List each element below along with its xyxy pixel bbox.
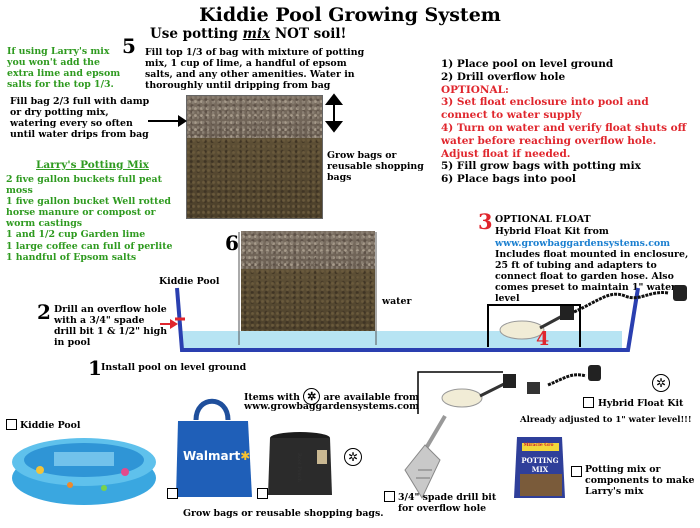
float-kit-checkbox[interactable] [583, 397, 594, 408]
potting-mix-list: 2 five gallon buckets full peat moss 1 f… [6, 174, 178, 263]
install-pool-text: Install pool on level ground [101, 362, 247, 373]
fill-pointer-arrow [148, 115, 187, 127]
asterisk-icon: ✲ [344, 448, 362, 466]
step-1: 1) Place pool on level ground [441, 58, 614, 70]
float-kit-from: Hybrid Float Kit from [495, 226, 609, 237]
kiddie-pool-photo [12, 438, 156, 505]
potting-mix-item: 1 and 1/2 cup Garden lime [6, 229, 146, 241]
items-note: Items with ✲ are available from [244, 388, 419, 405]
pool-water [182, 331, 622, 350]
potting-mix-item: 2 five gallon buckets full peat moss [6, 174, 162, 197]
walmart-bag-checkbox[interactable] [167, 488, 178, 499]
grow-bags-supply-label: Grow bags or reusable shopping bags. [183, 508, 384, 519]
fill-two-thirds-text: Fill bag 2/3 full with damp or dry potti… [10, 96, 150, 141]
fill-depth-arrow [324, 93, 344, 133]
step-6-number: 6 [225, 231, 239, 255]
steps-list: 1) Place pool on level ground 2) Drill o… [441, 58, 696, 186]
drill-bit-checkbox[interactable] [384, 491, 395, 502]
step-5-number: 5 [122, 34, 136, 58]
water-label: water [382, 296, 412, 307]
step-5-heading: Use potting mix NOT soil! [150, 26, 347, 42]
larrys-mix-note: If using Larry's mix you won't add the e… [7, 46, 121, 91]
float-adjusted-note: Already adjusted to 1" water level!!! [520, 415, 692, 425]
fill-top-third-text: Fill top 1/3 of bag with mixture of pott… [145, 47, 365, 92]
kiddie-pool-checkbox[interactable] [6, 419, 17, 430]
root-pouch-photo [268, 432, 332, 495]
potting-mix-layer [187, 96, 322, 138]
page-title: Kiddie Pool Growing System [199, 4, 501, 26]
asterisk-icon: ✲ [652, 374, 670, 392]
float-kit-photo [417, 365, 601, 414]
step-4-number: 4 [536, 328, 550, 350]
kiddie-pool-supply-label: Kiddie Pool [20, 420, 81, 431]
potting-mix-item: 1 large coffee can full of perlite [6, 240, 173, 252]
float-kit-supply-label: Hybrid Float Kit [598, 398, 684, 409]
bottom-mix-layer [187, 138, 322, 218]
potting-mix-brand: Miracle Gro [523, 443, 554, 448]
step-2: 2) Drill overflow hole [441, 70, 566, 83]
float-number: 3 [478, 209, 493, 234]
float-enclosure [487, 304, 581, 347]
grow-bags-label: Grow bags or reusable shopping bags [327, 150, 424, 184]
potting-mix-heading: Larry's Potting Mix [36, 159, 149, 171]
walmart-logo: Walmart✱ [183, 449, 251, 463]
root-pouch-checkbox[interactable] [257, 488, 268, 499]
optional-label: OPTIONAL: [441, 83, 509, 96]
drill-overflow-text: Drill an overflow hole with a 3/4" spade… [54, 304, 168, 349]
step-3: 3) Set float enclosure into pool and con… [441, 96, 649, 122]
drill-bit-supply-label: 3/4" spade drill bit for overflow hole [398, 492, 497, 515]
step-6: 6) Place bags into pool [441, 173, 576, 186]
potting-mix-layer [241, 231, 375, 269]
bottom-mix-layer [241, 269, 375, 341]
drill-arrow [160, 319, 178, 329]
step-1-number: 1 [88, 356, 102, 380]
kiddie-pool-label: Kiddie Pool [159, 276, 220, 287]
potting-mix-item: 1 five gallon bucket Well rotted horse m… [6, 196, 171, 230]
float-valve-icon [499, 285, 687, 340]
float-url[interactable]: www.growbaggardensystems.com [495, 238, 671, 249]
potting-mix-item: 1 handful of Epsom salts [6, 251, 137, 263]
grow-bag-pool-photo [241, 231, 375, 341]
float-description: Includes float mounted in enclosure, 25 … [495, 249, 689, 305]
step-2-number: 2 [37, 300, 51, 324]
items-url[interactable]: www.growbaggardensystems.com [244, 401, 420, 412]
potting-mix-name: POTTING MIX [521, 456, 559, 474]
step-4: 4) Turn on water and verify float shuts … [441, 121, 687, 160]
potting-mix-checkbox[interactable] [571, 466, 582, 477]
potting-mix-bag-photo [514, 437, 565, 498]
float-heading: OPTIONAL FLOAT [495, 214, 591, 225]
root-pouch-tag: Root Pouch [296, 453, 302, 482]
spade-drill-bit-icon [404, 414, 447, 500]
step-5: 5) Fill grow bags with potting mix [441, 160, 641, 173]
grow-bag-top-photo [186, 95, 323, 219]
walmart-bag-photo [176, 398, 252, 497]
potting-mix-supply-label: Potting mix or components to make Larry'… [585, 464, 695, 498]
